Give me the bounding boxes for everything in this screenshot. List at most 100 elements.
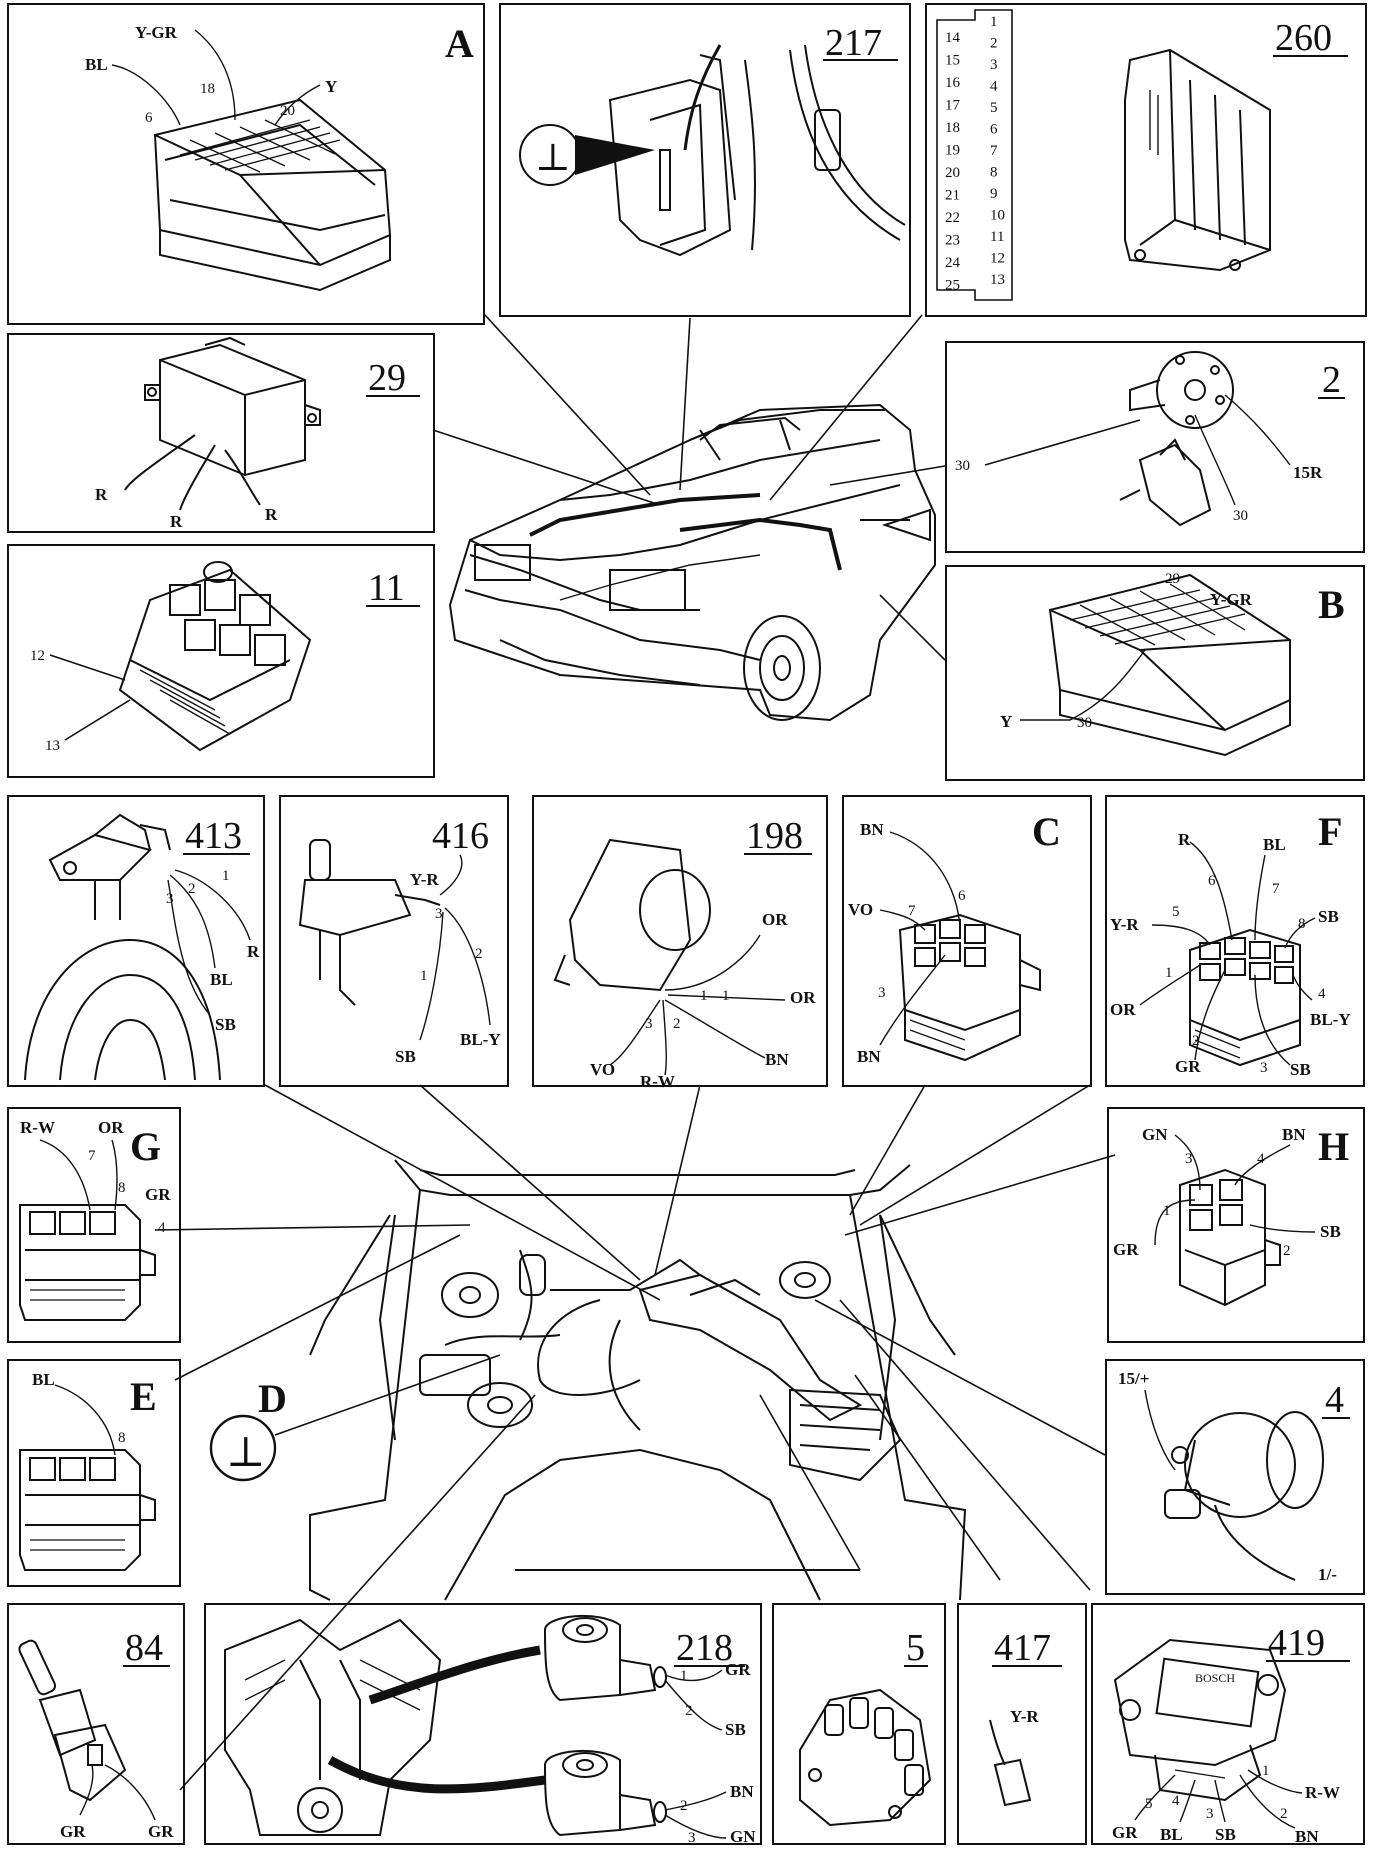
- distributor-cap-drawing: [799, 1688, 932, 1827]
- wire-label: GR: [145, 1185, 171, 1204]
- wire-label: SB: [1215, 1825, 1236, 1844]
- wire-label: Y-R: [410, 870, 439, 889]
- wire-label: Y-GR: [135, 23, 178, 42]
- panel-C-id: C: [1032, 809, 1061, 854]
- pin-label: 8: [118, 1430, 126, 1446]
- wire-label: BN: [1282, 1125, 1306, 1144]
- panel-F: F R 6 BL 7 Y-R 5 8 SB 1 OR 4 BL-Y 2 GR 3…: [1105, 795, 1365, 1087]
- terminal-label: 30: [1233, 508, 1248, 524]
- central-electrical-unit-drawing: [118, 561, 312, 752]
- wire-label: SB: [725, 1720, 746, 1739]
- wire-label: BN: [730, 1782, 754, 1801]
- wire-label: BL: [210, 970, 233, 989]
- pin-number-left: 17: [945, 98, 961, 114]
- wire-label: OR: [1110, 1000, 1136, 1019]
- panel-E-id: E: [130, 1374, 157, 1419]
- panel-417-id: 417: [994, 1627, 1051, 1669]
- pin-number-left: 15: [945, 53, 960, 69]
- panel-2: 2 30 30 15R: [945, 341, 1365, 553]
- ground-symbol-icon: ⊥: [535, 137, 571, 179]
- wire-label: R-W: [20, 1118, 55, 1137]
- pin-number-right: 13: [990, 272, 1005, 288]
- wire-label: Y: [1000, 712, 1012, 731]
- panel-4-id: 4: [1325, 1379, 1344, 1421]
- pin-label: 5: [1172, 904, 1180, 920]
- panel-413-id: 413: [185, 815, 242, 857]
- wire-label: BL: [32, 1370, 55, 1389]
- wire-label: BN: [857, 1047, 881, 1066]
- ecu-connector-pinout: [936, 9, 1013, 301]
- wire-label: R: [170, 512, 183, 531]
- pointer-band: [368, 1645, 541, 1705]
- panel-417: 417 Y-R: [957, 1603, 1087, 1845]
- pin-number-left: 23: [945, 233, 960, 249]
- wire-label: GR: [148, 1822, 174, 1841]
- pin-label: 3: [1185, 1151, 1193, 1167]
- pin-number-left: 20: [945, 165, 960, 181]
- panel-419: 419 BOSCH 1 R-W 2 3 4 5 GR BL SB BN: [1091, 1603, 1365, 1846]
- ignition-switch-drawing: [1119, 351, 1234, 527]
- panel-29: 29 R R R: [7, 333, 435, 533]
- wire-label: SB: [1318, 907, 1339, 926]
- panel-2-id: 2: [1322, 359, 1341, 401]
- engine-bay-illustration: [309, 1159, 967, 1601]
- panel-84: 84 GR GR: [7, 1603, 185, 1845]
- ground-symbol-icon: [209, 1414, 277, 1482]
- wire-label: BL-Y: [460, 1030, 501, 1049]
- temp-sensor-84-drawing: [18, 1639, 127, 1802]
- pin-number-right: 2: [990, 36, 998, 52]
- pin-label: 4: [1172, 1793, 1180, 1809]
- pin-label: 8: [118, 1180, 126, 1196]
- connector-F-drawing: [1189, 928, 1301, 1067]
- wire-label: GN: [730, 1827, 756, 1846]
- pin-label: 1: [722, 988, 730, 1004]
- pin-number-left: 22: [945, 210, 960, 226]
- pin-label: 2: [1283, 1243, 1291, 1259]
- wire-label: Y-GR: [1210, 590, 1253, 609]
- panel-A-id: A: [445, 21, 474, 66]
- panel-5: 5: [772, 1603, 946, 1845]
- pin-label: 30: [1077, 715, 1092, 731]
- wire-label: Y-R: [1010, 1707, 1039, 1726]
- panel-G-id: G: [130, 1124, 161, 1169]
- pin-label: 2: [188, 881, 196, 897]
- panel-4: 4 15/+ 1/-: [1105, 1359, 1365, 1595]
- pin-label: 12: [30, 648, 45, 664]
- engine-block-drawing: [224, 1618, 442, 1836]
- mount-bracket-drawing: [608, 44, 906, 257]
- panel-A: A Y-GR BL Y 6 18 20: [7, 3, 485, 325]
- wire-label: SB: [395, 1047, 416, 1066]
- pin-label: 1: [420, 968, 428, 984]
- panel-11-id: 11: [368, 567, 405, 609]
- wire-label: GR: [725, 1660, 751, 1679]
- wire-label: BN: [1295, 1827, 1319, 1846]
- pin-label: 7: [908, 903, 916, 919]
- pin-label: 3: [166, 891, 174, 907]
- wire-label: BL: [1263, 835, 1286, 854]
- pin-label: 7: [88, 1148, 96, 1164]
- terminal-label: 30: [955, 458, 970, 474]
- panel-D-id: D: [258, 1376, 287, 1421]
- pin-label: 7: [1272, 881, 1280, 897]
- pin-label: 13: [45, 738, 60, 754]
- panel-198: 198 1 1 2 3 OR OR BN VO R-W: [532, 795, 828, 1091]
- panel-G: G R-W OR 7 8 GR 4: [7, 1107, 181, 1343]
- panel-218: 218 1 GR 2 SB 2 BN 3 GN: [204, 1603, 762, 1846]
- pin-label: 1: [1163, 1203, 1171, 1219]
- panel-F-id: F: [1318, 809, 1342, 854]
- pin-label: 4: [1257, 1151, 1265, 1167]
- panel-84-id: 84: [125, 1627, 163, 1669]
- pin-label: 3: [878, 985, 886, 1001]
- pin-number-right: 3: [990, 57, 998, 73]
- wire-label: OR: [762, 910, 788, 929]
- terminal-label: 1/-: [1318, 1565, 1337, 1584]
- pin-label: 2: [1280, 1806, 1288, 1822]
- coil-198-drawing: [553, 838, 711, 992]
- fuse-box-A-drawing: [153, 98, 392, 292]
- wire-label: GR: [1113, 1240, 1139, 1259]
- pin-label: 3: [435, 906, 443, 922]
- panel-11: 11 12 13: [7, 544, 435, 778]
- connector-E-drawing: [19, 1449, 156, 1571]
